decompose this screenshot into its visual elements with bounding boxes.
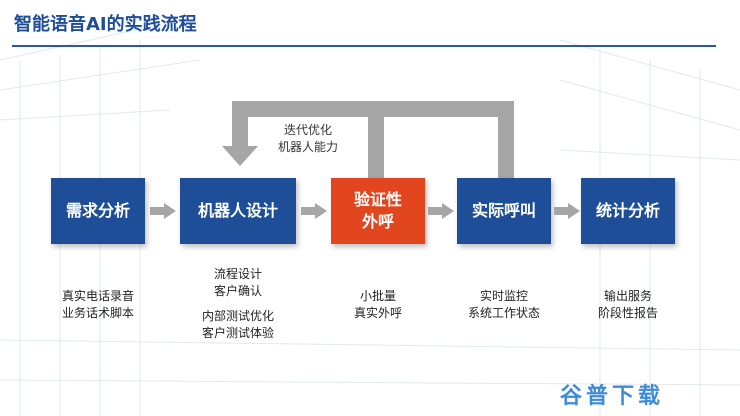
step-verification-call: 验证性 外呼 [331, 178, 425, 244]
step-description: 真实电话录音 业务话术脚本 [38, 288, 158, 322]
arrow-right-icon [554, 203, 580, 219]
arrow-right-icon [301, 203, 327, 219]
step-label: 验证性 外呼 [353, 190, 402, 231]
step-description: 实时监控 系统工作状态 [444, 288, 564, 322]
arrow-right-icon [428, 203, 454, 219]
desc-line: 流程设计 [213, 267, 262, 281]
step-description: 流程设计 客户确认 内部测试优化 客户测试体验 [178, 266, 298, 342]
desc-line: 输出服务 [603, 289, 652, 303]
step-label: 需求分析 [65, 201, 130, 220]
step-actual-call: 实际呼叫 [457, 178, 551, 244]
desc-line: 业务话术脚本 [61, 306, 134, 320]
step-label: 实际呼叫 [471, 201, 536, 220]
desc-line: 客户确认 [213, 284, 262, 298]
step-label: 统计分析 [595, 201, 660, 220]
arrow-right-icon [150, 203, 176, 219]
desc-line: 系统工作状态 [467, 306, 540, 320]
step-requirement-analysis: 需求分析 [51, 178, 145, 244]
desc-line: 小批量 [359, 289, 396, 303]
desc-line: 客户测试体验 [201, 326, 274, 340]
watermark-logo: 谷普下载 [560, 384, 665, 409]
loop-label-line1: 迭代优化 [283, 123, 332, 137]
desc-line: 实时监控 [479, 289, 528, 303]
loop-label: 迭代优化 机器人能力 [268, 122, 348, 156]
desc-line: 内部测试优化 [201, 309, 274, 323]
step-robot-design: 机器人设计 [180, 178, 296, 244]
page-title: 智能语音AI的实践流程 [14, 14, 197, 35]
desc-line: 真实电话录音 [61, 289, 134, 303]
step-description: 小批量 真实外呼 [318, 288, 438, 322]
step-statistical-analysis: 统计分析 [581, 178, 675, 244]
desc-line: 真实外呼 [353, 306, 402, 320]
title-underline [12, 45, 716, 47]
step-description: 输出服务 阶段性报告 [568, 288, 688, 322]
step-label: 机器人设计 [197, 201, 278, 220]
desc-line: 阶段性报告 [597, 306, 658, 320]
loop-label-line2: 机器人能力 [277, 140, 338, 154]
